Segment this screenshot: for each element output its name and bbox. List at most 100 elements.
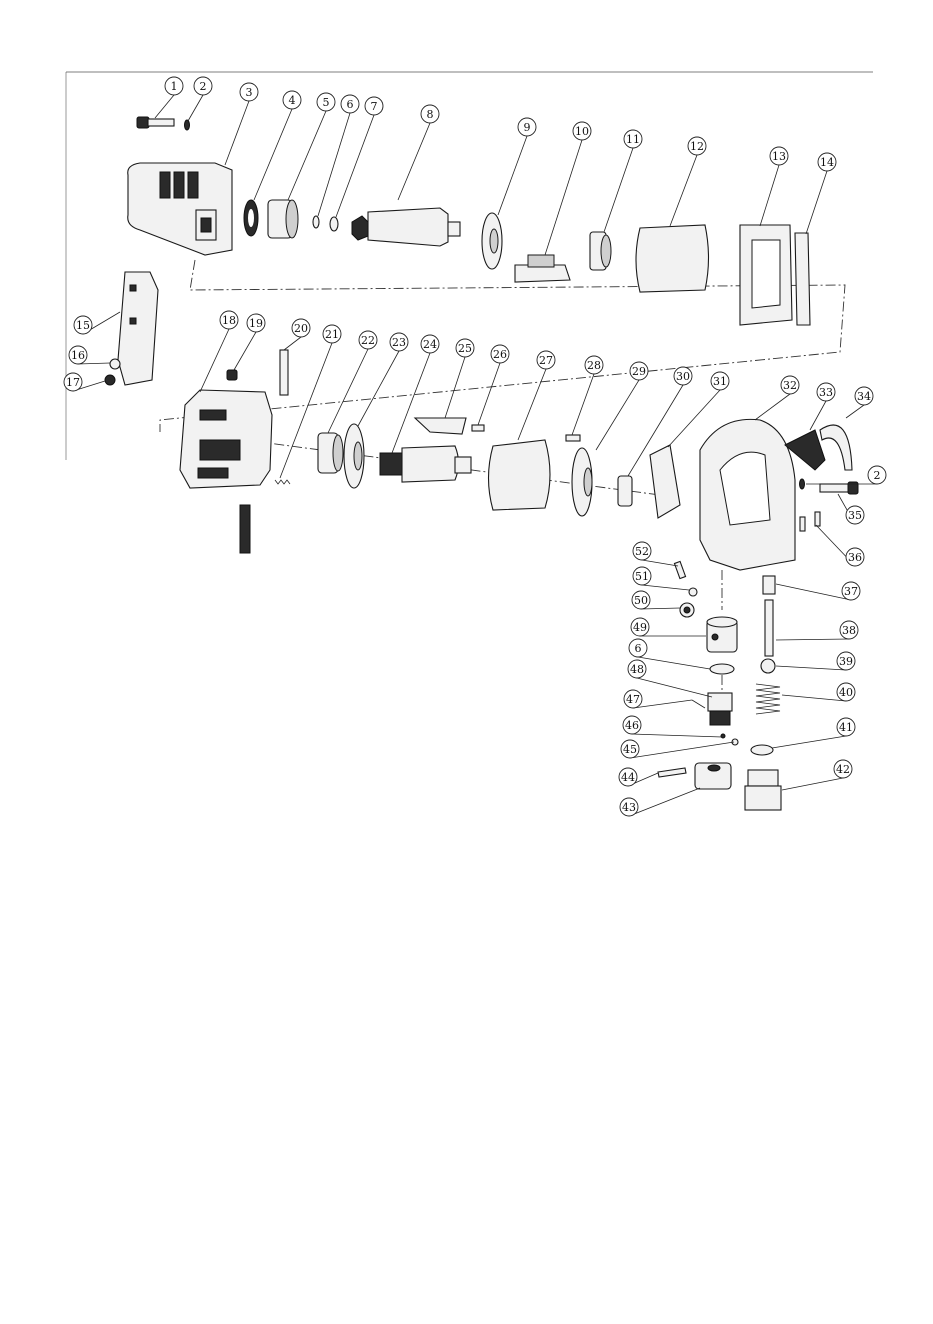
callout-number: 1	[171, 80, 178, 93]
callout-c49: 49	[631, 618, 706, 636]
callout-c45: 45	[621, 740, 734, 758]
callout-number: 23	[392, 336, 406, 349]
callout-number: 17	[66, 376, 80, 389]
callout-number: 21	[325, 328, 339, 341]
callout-leader	[637, 678, 712, 697]
part-49-valve-bushing	[707, 617, 737, 652]
callout-number: 41	[839, 721, 853, 734]
part-29-rear-plate	[572, 448, 592, 516]
callout-number: 3	[246, 86, 253, 99]
callout-leader	[596, 380, 639, 450]
callout-number: 34	[857, 390, 871, 403]
part-42-air-inlet	[745, 770, 781, 810]
callout-number: 52	[635, 545, 649, 558]
callout-leader	[254, 109, 292, 200]
callout-c25: 25	[445, 339, 474, 418]
callout-leader	[288, 111, 326, 200]
callout-number: 42	[836, 763, 850, 776]
callout-leader	[806, 171, 827, 234]
callout-leader	[641, 608, 680, 609]
part-7-oring	[330, 217, 338, 231]
part-22-bearing	[318, 433, 343, 473]
callout-c48: 48	[628, 660, 712, 697]
callout-number: 6	[347, 98, 354, 111]
callout-number: 20	[294, 322, 308, 335]
callout-c2a: 2	[188, 77, 212, 121]
callout-number: 7	[371, 100, 378, 113]
part-1-bolt	[137, 117, 174, 128]
part-16-nut	[110, 359, 120, 369]
callout-number: 50	[634, 594, 648, 607]
part-10-hammer-cage	[515, 255, 570, 282]
callout-c40: 40	[782, 683, 855, 701]
callout-c20: 20	[284, 319, 310, 350]
part-47-pin	[692, 700, 705, 708]
part-46-spring	[721, 734, 725, 738]
callout-number: 49	[633, 621, 647, 634]
callout-c37: 37	[776, 582, 860, 600]
callout-leader	[638, 657, 710, 669]
callout-leader	[234, 332, 256, 370]
callout-leader	[776, 584, 851, 600]
callout-number: 48	[630, 663, 644, 676]
callout-leader	[225, 101, 249, 165]
callout-leader	[772, 736, 846, 748]
callout-c4: 4	[254, 91, 301, 200]
callout-c50: 50	[632, 591, 680, 609]
callout-number: 18	[222, 314, 236, 327]
callout-c47: 47	[624, 690, 692, 708]
callout-number: 19	[249, 317, 263, 330]
part-17-screw	[105, 375, 115, 385]
callout-leader	[629, 788, 700, 816]
callout-c38: 38	[776, 621, 858, 640]
part-15-side-handle	[118, 272, 158, 385]
callout-c3: 3	[225, 83, 258, 165]
part-19-pin	[227, 370, 237, 380]
callout-c33: 33	[810, 383, 835, 430]
callout-c27: 27	[518, 351, 555, 440]
callout-number: 5	[323, 96, 330, 109]
callout-number: 40	[839, 686, 853, 699]
callout-c52: 52	[633, 542, 678, 566]
part-25-rotor-blade	[415, 418, 466, 434]
callout-c28: 28	[572, 356, 603, 435]
callout-leader	[572, 374, 594, 435]
callout-c12: 12	[670, 137, 706, 226]
callout-c17: 17	[64, 373, 105, 391]
part-38-valve-stem	[765, 600, 773, 656]
callout-number: 9	[524, 121, 531, 134]
callout-number: 8	[427, 108, 434, 121]
callout-c1: 1	[155, 77, 183, 118]
callout-number: 22	[361, 334, 375, 347]
callout-c35: 35	[838, 494, 864, 524]
callout-leader	[776, 639, 849, 640]
part-20-vane	[280, 350, 288, 395]
callout-c22: 22	[328, 331, 377, 433]
part-3-front-housing	[128, 163, 232, 255]
callout-number: 30	[676, 370, 690, 383]
part-50-plug	[680, 603, 694, 617]
callout-number: 11	[626, 133, 640, 146]
part-9-ring-plate	[482, 213, 502, 269]
callout-leader	[188, 95, 203, 121]
callout-leader	[630, 742, 734, 758]
callout-number: 31	[713, 375, 727, 388]
part-27-cylinder	[489, 440, 551, 510]
callout-number: 38	[842, 624, 856, 637]
part-13-end-cover	[740, 225, 792, 325]
callout-leader	[846, 405, 864, 418]
callout-number: 45	[623, 743, 637, 756]
callout-leader	[200, 329, 229, 392]
part-21-spring	[275, 480, 290, 484]
callout-c11: 11	[604, 130, 642, 232]
callout-leader	[78, 363, 110, 364]
part-41-seal	[751, 745, 773, 755]
callout-number: 2	[200, 80, 207, 93]
callout-leader	[760, 165, 779, 226]
callout-number: 2	[874, 469, 881, 482]
part-51-nut	[689, 588, 697, 596]
callout-c14: 14	[806, 153, 836, 234]
part-52-pin	[674, 561, 685, 578]
part-8-anvil	[352, 208, 460, 246]
part-6-oring-lower	[710, 664, 734, 674]
